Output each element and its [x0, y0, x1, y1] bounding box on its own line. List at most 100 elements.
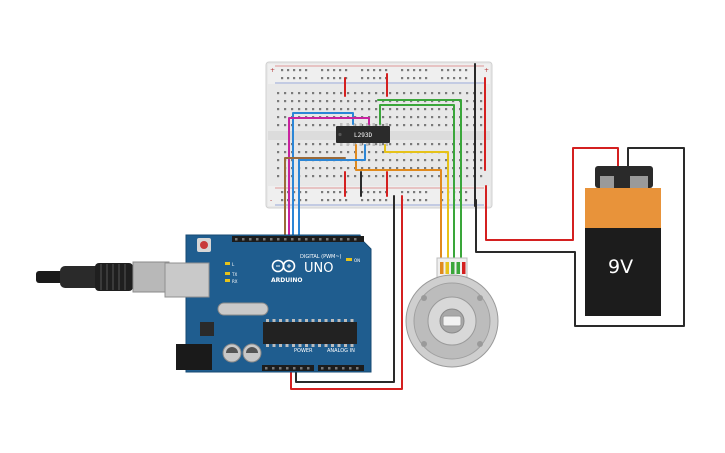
breadboard-hole [319, 124, 322, 127]
breadboard-hole [361, 108, 364, 111]
rail-hole [305, 199, 308, 202]
breadboard-hole [284, 151, 287, 154]
breadboard-hole [480, 108, 483, 111]
breadboard-hole [389, 100, 392, 103]
breadboard-hole [389, 159, 392, 162]
breadboard-hole [326, 100, 329, 103]
breadboard-hole [312, 175, 315, 178]
breadboard-hole [417, 108, 420, 111]
breadboard-hole [438, 167, 441, 170]
atmega-pin [324, 319, 328, 322]
rail-hole [305, 77, 308, 80]
breadboard-hole [368, 159, 371, 162]
breadboard-hole [340, 100, 343, 103]
wire-magenta-pin[interactable] [288, 117, 370, 241]
chip-pin [340, 123, 343, 126]
arduino-uno[interactable]: UNO ARDUINO DIGITAL (PWM~) POWER ANALOG … [164, 234, 372, 373]
rail-hole [333, 199, 336, 202]
wire-blue-pin-2[interactable] [298, 144, 366, 241]
breadboard-hole [389, 92, 392, 95]
wire-red-battery[interactable] [485, 147, 619, 241]
breadboard-hole [410, 159, 413, 162]
breadboard-hole [277, 124, 280, 127]
breadboard-hole [424, 92, 427, 95]
breadboard-hole [361, 124, 364, 127]
breadboard-hole [445, 175, 448, 178]
breadboard-hole [326, 108, 329, 111]
breadboard-hole [382, 92, 385, 95]
breadboard-hole [424, 167, 427, 170]
led-rx [225, 279, 230, 282]
header-hole [307, 367, 310, 370]
breadboard-hole [284, 100, 287, 103]
breadboard-hole [284, 143, 287, 146]
stepper-motor[interactable] [405, 257, 499, 368]
rail-hole [379, 199, 382, 202]
led-on [346, 258, 352, 261]
breadboard-hole [277, 159, 280, 162]
rail-hole [321, 77, 324, 80]
digital-header-label: DIGITAL (PWM~) [300, 254, 342, 260]
breadboard-hole [368, 92, 371, 95]
wire-green-upper[interactable] [377, 99, 462, 262]
breadboard-hole [347, 151, 350, 154]
header-hole [256, 238, 259, 241]
breadboard-hole [410, 108, 413, 111]
breadboard-hole [417, 124, 420, 127]
breadboard-hole [403, 159, 406, 162]
breadboard: + + - - L293D [265, 61, 493, 209]
rail-hole [327, 199, 330, 202]
breadboard-hole [466, 108, 469, 111]
chip-pin [353, 143, 356, 146]
wire-yellow-motor[interactable] [384, 144, 449, 262]
wire-green-pin[interactable] [379, 104, 455, 262]
breadboard-hole [277, 167, 280, 170]
rail-hole [339, 77, 342, 80]
breadboard-hole [375, 167, 378, 170]
breadboard-hole [284, 116, 287, 119]
usb-connector-metal [132, 261, 170, 293]
breadboard-hole [424, 100, 427, 103]
battery-9v[interactable]: 9V [585, 166, 661, 316]
chip-pin [372, 123, 375, 126]
wire-brown-pin[interactable] [284, 157, 346, 241]
breadboard-hole [396, 116, 399, 119]
wire-orange-motor[interactable] [355, 144, 442, 262]
breadboard-hole [431, 175, 434, 178]
breadboard-hole [340, 92, 343, 95]
battery-body [585, 228, 661, 316]
wire-red-5v[interactable] [290, 195, 403, 390]
l293d-chip[interactable]: L293D [336, 123, 390, 146]
rail-hole [447, 77, 450, 80]
led-rx-label: RX [232, 279, 238, 284]
breadboard-hole [347, 92, 350, 95]
analog-header[interactable] [318, 365, 364, 371]
breadboard-hole [284, 92, 287, 95]
breadboard-hole [319, 100, 322, 103]
breadboard-hole [417, 92, 420, 95]
rail-hole [425, 199, 428, 202]
wire-black-gnd[interactable] [295, 195, 395, 383]
breadboard-hole [277, 108, 280, 111]
breadboard-hole [361, 151, 364, 154]
breadboard-hole [305, 175, 308, 178]
breadboard-hole [375, 151, 378, 154]
breadboard-hole [333, 124, 336, 127]
breadboard-hole [333, 143, 336, 146]
chip-label: L293D [354, 132, 372, 139]
header-hole [335, 367, 338, 370]
breadboard-hole [403, 143, 406, 146]
header-hole [298, 238, 301, 241]
header-hole [286, 367, 289, 370]
usb-cable[interactable] [36, 261, 170, 293]
atmega-pin [337, 344, 341, 347]
wire-black-battery[interactable] [475, 147, 685, 327]
rail-hole [281, 199, 284, 202]
motor-connector-pin [462, 262, 466, 274]
breadboard-hole [284, 108, 287, 111]
breadboard-hole [480, 124, 483, 127]
usb-port [164, 262, 210, 298]
rail-hole [453, 77, 456, 80]
atmega-pin [331, 319, 334, 322]
atmega-pin [292, 344, 295, 347]
